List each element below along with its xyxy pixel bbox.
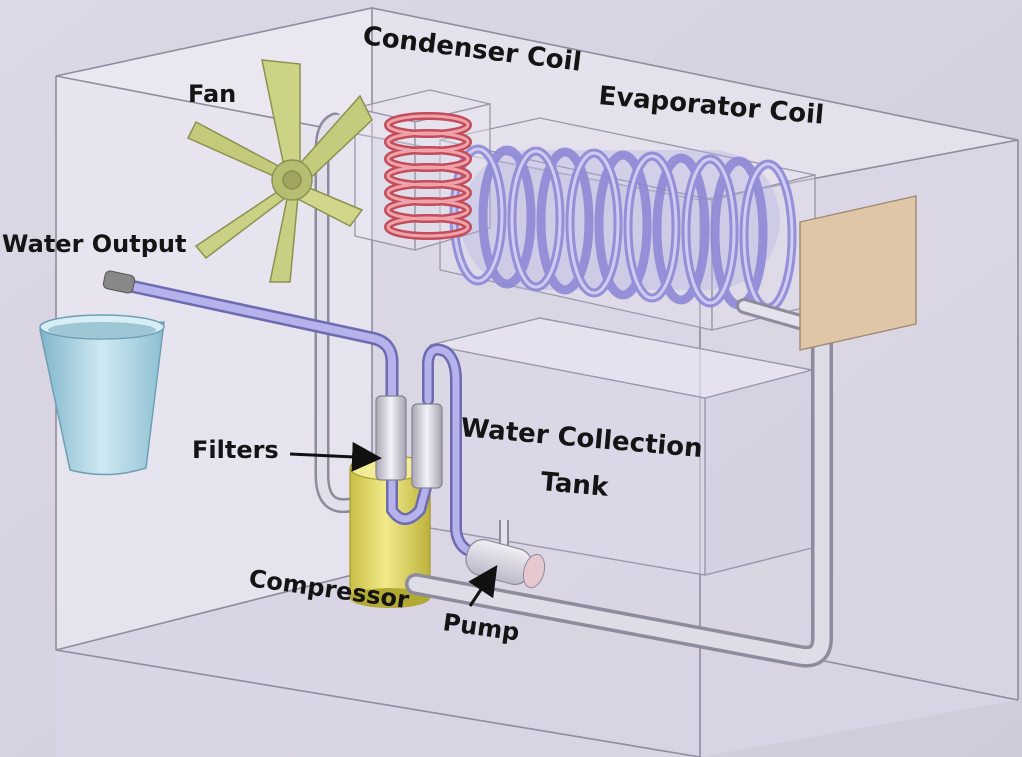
filters-label: Filters	[192, 436, 279, 464]
filter-u-bends	[386, 472, 434, 525]
filter-2	[411, 403, 443, 489]
fan	[186, 59, 373, 283]
enclosure-floor	[56, 570, 1018, 757]
refrigerant-line-left-highlight	[317, 115, 355, 511]
filter-to-pump-line	[422, 343, 478, 558]
water-cup	[39, 314, 165, 476]
water-output-pipe	[105, 275, 399, 407]
enclosure-top	[56, 8, 1018, 200]
water-output-label: Water Output	[2, 230, 186, 258]
filters	[375, 395, 443, 489]
filters-arrow	[289, 441, 382, 472]
filter-1	[375, 395, 407, 481]
water-collection-tank-label-line2: Tank	[539, 467, 610, 503]
return-pipe	[405, 298, 833, 668]
fan-label: Fan	[188, 80, 236, 108]
control-panel	[799, 195, 917, 351]
water-collection-tank	[429, 317, 813, 576]
pump-arrow	[468, 565, 498, 607]
water-output-nozzle	[102, 270, 136, 294]
condenser-coil	[384, 112, 472, 240]
evaporator-coil	[449, 144, 797, 313]
